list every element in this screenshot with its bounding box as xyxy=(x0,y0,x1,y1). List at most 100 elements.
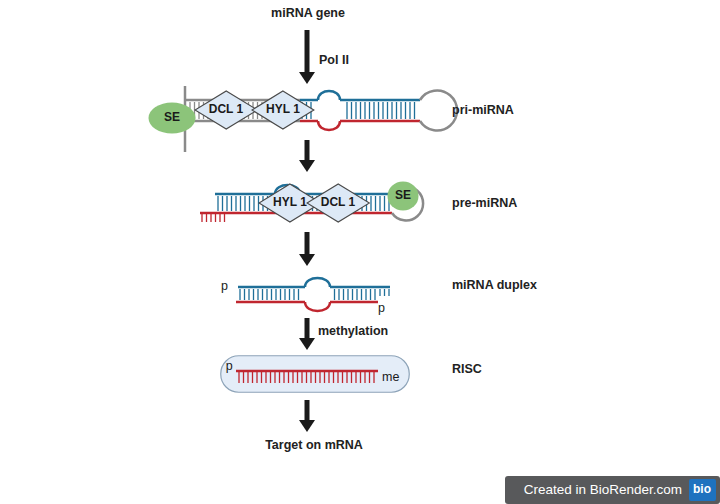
step-label: methylation xyxy=(318,324,388,338)
base-pair-tick xyxy=(247,372,248,383)
protein-label: HYL 1 xyxy=(273,196,307,209)
base-pair-tick xyxy=(351,372,352,383)
base-pair-tick xyxy=(274,372,275,383)
base-pair-tick xyxy=(328,372,329,383)
oval-outline xyxy=(387,182,418,211)
process-arrow xyxy=(305,318,310,340)
arrow-head xyxy=(299,72,315,84)
base-pair-tick xyxy=(351,102,352,119)
base-pair-tick xyxy=(356,289,357,300)
diamond-outline xyxy=(307,184,369,222)
base-pair-tick xyxy=(375,196,376,211)
arrow-head xyxy=(299,160,315,172)
base-pair-tick xyxy=(347,289,348,300)
base-pair-tick xyxy=(369,372,370,383)
base-pair-tick xyxy=(387,102,388,119)
base-pair-tick xyxy=(400,102,401,119)
base-pair-tick xyxy=(201,214,202,222)
base-pair-tick xyxy=(338,289,339,300)
node-outline xyxy=(220,355,410,393)
base-pair-tick xyxy=(219,214,220,222)
base-pair-tick xyxy=(238,372,239,383)
base-pair-tick xyxy=(355,102,356,119)
mature-mirna xyxy=(236,371,378,383)
base-pair-tick xyxy=(271,289,272,300)
base-pair-tick xyxy=(224,214,225,222)
base-pair-tick xyxy=(369,102,370,119)
base-pair-tick xyxy=(244,289,245,300)
base-pair-tick xyxy=(370,196,371,211)
base-pair-tick xyxy=(231,196,232,211)
base-pair-tick xyxy=(382,102,383,119)
target-label: Target on mRNA xyxy=(265,438,363,452)
base-pair-tick xyxy=(379,196,380,211)
oval-outline xyxy=(149,103,196,134)
base-pair-tick xyxy=(373,102,374,119)
protein-label: HYL 1 xyxy=(266,103,300,116)
base-pair-tick xyxy=(365,289,366,300)
process-arrow xyxy=(305,30,310,74)
base-pair-tick xyxy=(319,372,320,383)
hairpin-loop xyxy=(420,91,457,131)
base-pair-tick xyxy=(315,372,316,383)
base-pair-tick xyxy=(384,196,385,211)
base-pair-tick xyxy=(283,372,284,383)
protein-label: SE xyxy=(164,111,180,124)
process-arrow xyxy=(305,400,310,422)
base-pair-tick xyxy=(298,289,299,300)
se-protein: SE xyxy=(148,102,196,134)
base-pair-tick xyxy=(252,372,253,383)
risc-outline xyxy=(221,356,410,393)
base-pair-tick xyxy=(293,289,294,300)
risc-complex: pme xyxy=(220,355,410,393)
stage-label: RISC xyxy=(452,362,482,376)
strand xyxy=(238,286,305,289)
base-pair-tick xyxy=(288,372,289,383)
gene-label: miRNA gene xyxy=(271,6,345,20)
strand xyxy=(300,99,318,102)
base-pair-tick xyxy=(414,102,415,119)
base-pair-tick xyxy=(334,289,335,300)
strand xyxy=(330,286,390,289)
base-pair-tick xyxy=(360,102,361,119)
base-pair-tick xyxy=(405,102,406,119)
base-pair-tick xyxy=(346,372,347,383)
process-arrow xyxy=(305,232,310,256)
strand-end-label: me xyxy=(382,371,399,385)
base-pair-tick xyxy=(253,289,254,300)
base-pair-tick xyxy=(235,196,236,211)
base-pair-tick xyxy=(265,372,266,383)
base-pair-tick xyxy=(297,372,298,383)
strand xyxy=(340,99,420,102)
base-pair-tick xyxy=(388,289,389,296)
base-pair-tick xyxy=(270,372,271,383)
base-pair-tick xyxy=(206,214,207,222)
dcl1-protein: DCL 1 xyxy=(194,90,258,130)
base-pair-tick xyxy=(222,196,223,211)
base-pair-tick xyxy=(391,102,392,119)
base-pair-tick xyxy=(364,372,365,383)
base-pair-tick xyxy=(343,289,344,300)
base-pair-tick xyxy=(346,102,347,119)
base-pair-tick xyxy=(373,372,374,383)
base-pair-tick xyxy=(243,372,244,383)
base-pair-tick xyxy=(239,289,240,300)
base-pair-tick xyxy=(333,372,334,383)
base-pair-tick xyxy=(361,289,362,300)
base-pair-tick xyxy=(374,289,375,300)
strand xyxy=(330,301,378,304)
phosphate-label: p xyxy=(378,301,385,315)
stage-label: pri-miRNA xyxy=(452,103,514,117)
base-pair-tick xyxy=(240,196,241,211)
base-pair-tick xyxy=(215,214,216,222)
stage-label: miRNA duplex xyxy=(452,278,537,292)
base-pair-tick xyxy=(355,372,356,383)
base-pair-tick xyxy=(379,289,380,296)
base-pair-tick xyxy=(284,289,285,300)
base-pair-tick xyxy=(266,289,267,300)
strand xyxy=(236,301,305,304)
base-pair-tick xyxy=(248,289,249,300)
base-pair-tick xyxy=(301,372,302,383)
